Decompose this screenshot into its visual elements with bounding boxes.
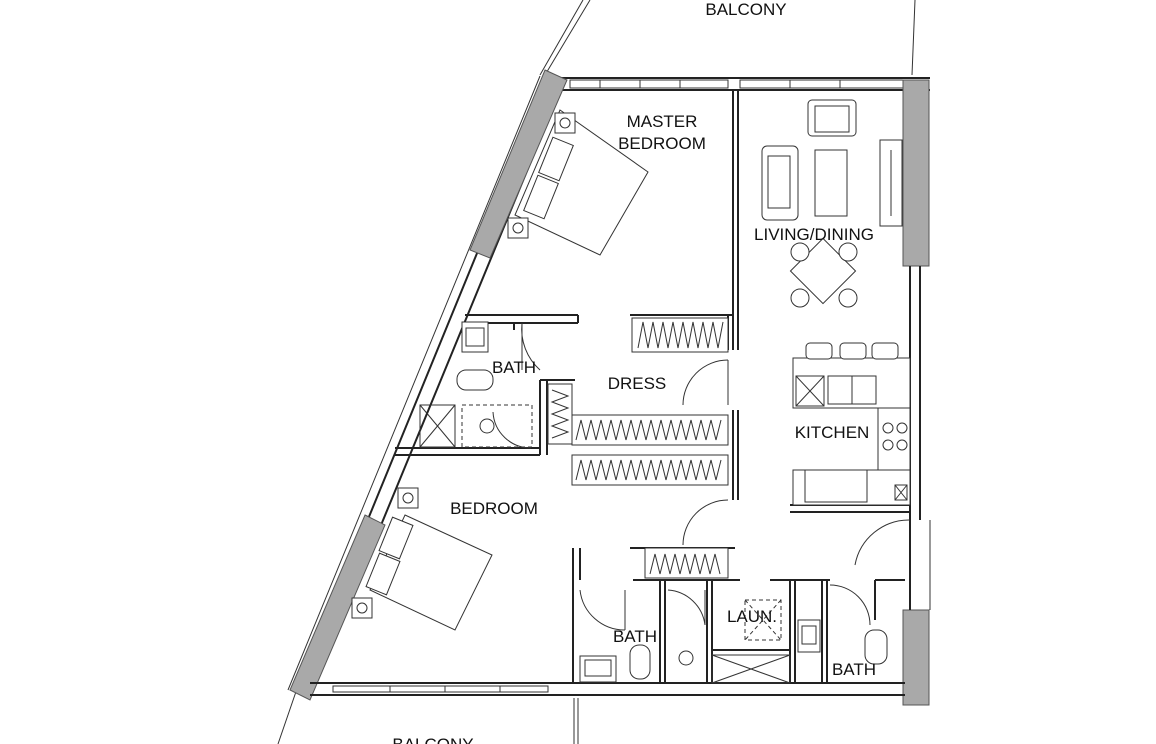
closet-bedroom <box>644 547 729 579</box>
bottom-exterior-wall <box>310 682 905 696</box>
living-furniture <box>761 99 903 308</box>
top-exterior-wall <box>545 77 930 91</box>
label-bath-guest: BATH <box>832 660 876 679</box>
column-right-top <box>902 79 930 267</box>
bathroom-fixtures <box>419 321 888 684</box>
label-bath-bedroom: BATH <box>613 627 657 646</box>
room-labels: BALCONY MASTER BEDROOM LIVING/DINING BAT… <box>392 0 876 744</box>
label-bath-master: BATH <box>492 358 536 377</box>
label-bedroom: BEDROOM <box>450 499 538 518</box>
shower-master <box>461 404 533 448</box>
label-balcony-top: BALCONY <box>705 0 786 19</box>
secondary-bed <box>351 487 493 631</box>
label-living-dining: LIVING/DINING <box>754 225 874 244</box>
closet-dress-1 <box>571 414 729 446</box>
dining-table <box>789 237 858 308</box>
door-shower <box>492 411 532 449</box>
washer <box>744 599 782 641</box>
door-bedroom-bath <box>579 589 626 631</box>
label-laundry: LAUN. <box>727 607 777 626</box>
closet-dress-2 <box>571 454 729 486</box>
door-bedroom <box>682 499 729 546</box>
label-dress: DRESS <box>608 374 667 393</box>
master-bed <box>507 109 649 256</box>
label-balcony-bottom: BALCONY <box>392 735 473 744</box>
column-diagonal-top <box>469 69 568 259</box>
column-right-bottom <box>902 609 930 706</box>
kitchen-counters <box>792 342 911 506</box>
closet-side <box>547 383 573 445</box>
toilet-guest <box>864 629 888 665</box>
shower-drain <box>678 650 694 666</box>
toilet-bedroom <box>629 644 651 680</box>
door-shower-2 <box>667 589 706 626</box>
door-dress <box>682 359 729 406</box>
right-exterior-wall <box>909 266 931 610</box>
label-master-bedroom-line2: BEDROOM <box>618 134 706 153</box>
door-guest-bath <box>829 584 871 626</box>
label-kitchen: KITCHEN <box>795 423 870 442</box>
cooktop <box>882 422 908 451</box>
closets <box>547 317 729 579</box>
toilet-master <box>456 369 494 391</box>
door-swings <box>492 322 911 631</box>
structural-columns <box>289 69 930 706</box>
door-entry <box>854 519 911 566</box>
column-diagonal-bottom <box>289 514 386 701</box>
label-master-bedroom-line1: MASTER <box>627 112 698 131</box>
coffee-table <box>814 149 848 217</box>
vanity-guest <box>797 619 821 653</box>
